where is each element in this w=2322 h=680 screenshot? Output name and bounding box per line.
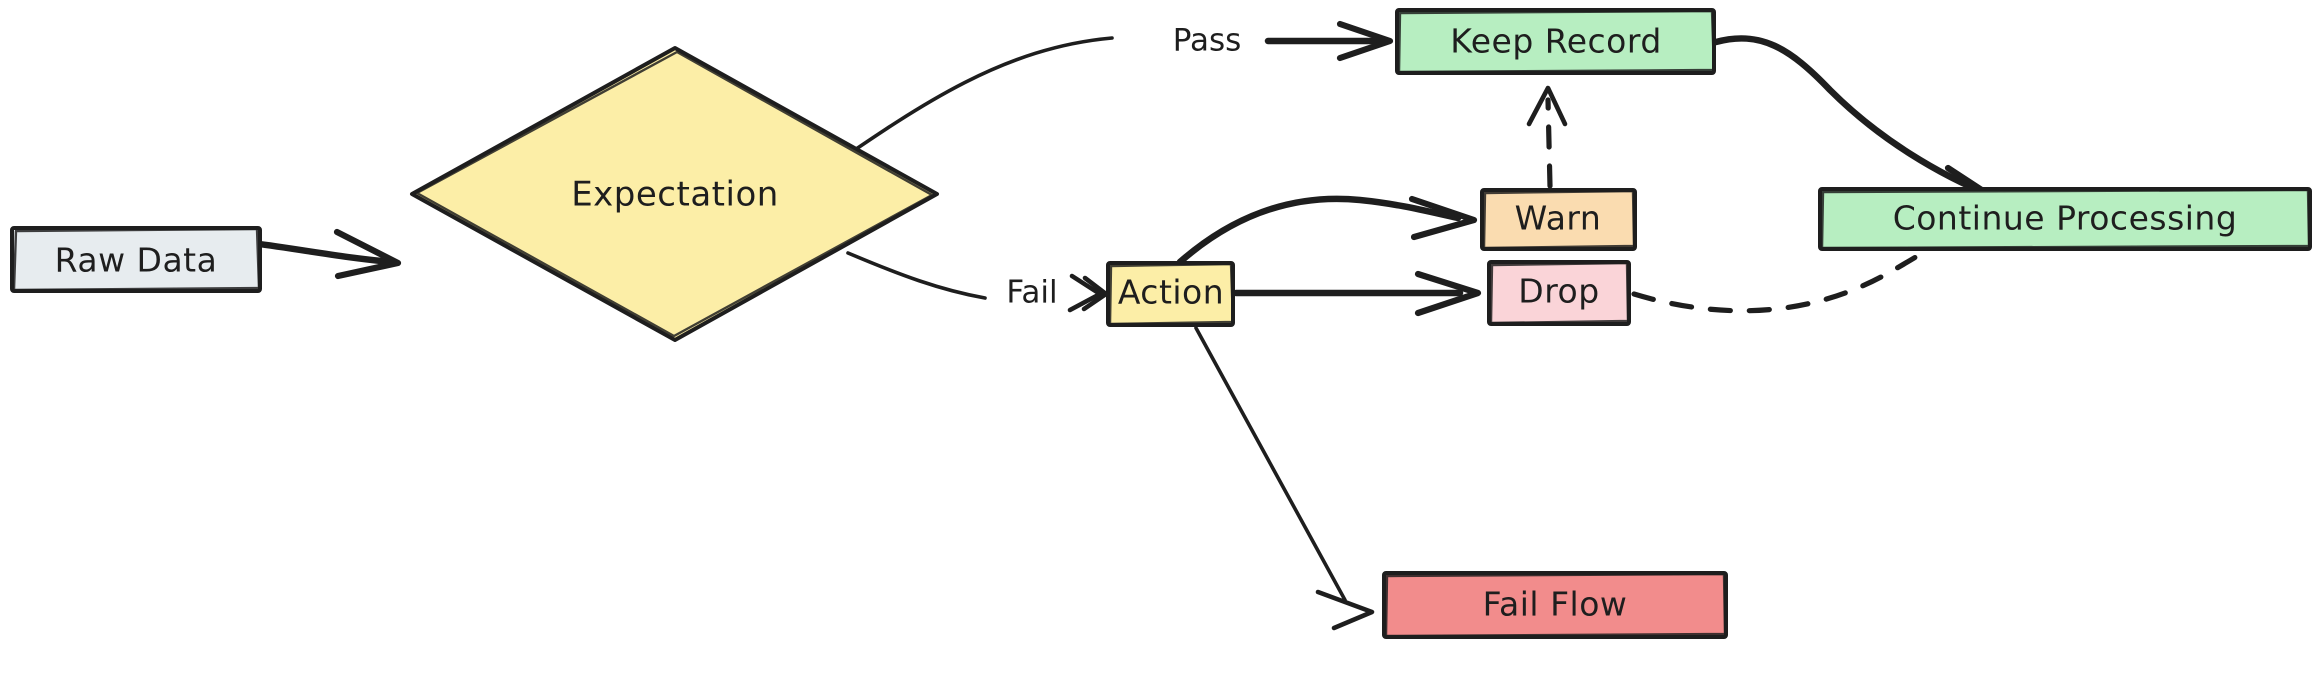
node-label-raw-data: Raw Data (55, 241, 218, 280)
edge-warn-to-keep-record[interactable] (1526, 85, 1568, 189)
node-raw-data[interactable]: Raw Data (10, 226, 262, 293)
node-expectation[interactable]: Expectation (410, 46, 939, 342)
node-warn[interactable]: Warn (1480, 188, 1637, 251)
node-label-warn: Warn (1515, 199, 1602, 238)
node-continue-processing[interactable]: Continue Processing (1818, 187, 2312, 251)
node-layer: Raw Data Expectation Keep Record Warn (10, 8, 2312, 639)
node-label-continue-processing: Continue Processing (1893, 199, 2238, 238)
edge-label-fail: Fail (1006, 275, 1057, 311)
edge-label-pass: Pass (1173, 23, 1242, 59)
edge-expectation-fail[interactable]: Fail (846, 251, 1109, 313)
node-label-drop: Drop (1518, 272, 1599, 311)
node-keep-record[interactable]: Keep Record (1395, 8, 1716, 75)
node-label-action: Action (1118, 273, 1224, 312)
node-drop[interactable]: Drop (1487, 260, 1631, 326)
node-label-expectation: Expectation (571, 175, 779, 215)
edge-expectation-pass[interactable]: Pass (816, 20, 1394, 177)
edge-action-to-fail-flow[interactable] (1194, 326, 1375, 631)
edge-action-to-warn[interactable] (1176, 195, 1478, 266)
node-label-fail-flow: Fail Flow (1483, 585, 1628, 624)
edge-action-to-drop[interactable] (1232, 270, 1482, 317)
node-action[interactable]: Action (1106, 261, 1235, 327)
edge-raw-to-expectation[interactable] (248, 228, 402, 280)
node-fail-flow[interactable]: Fail Flow (1382, 571, 1728, 639)
node-label-keep-record: Keep Record (1450, 22, 1662, 61)
